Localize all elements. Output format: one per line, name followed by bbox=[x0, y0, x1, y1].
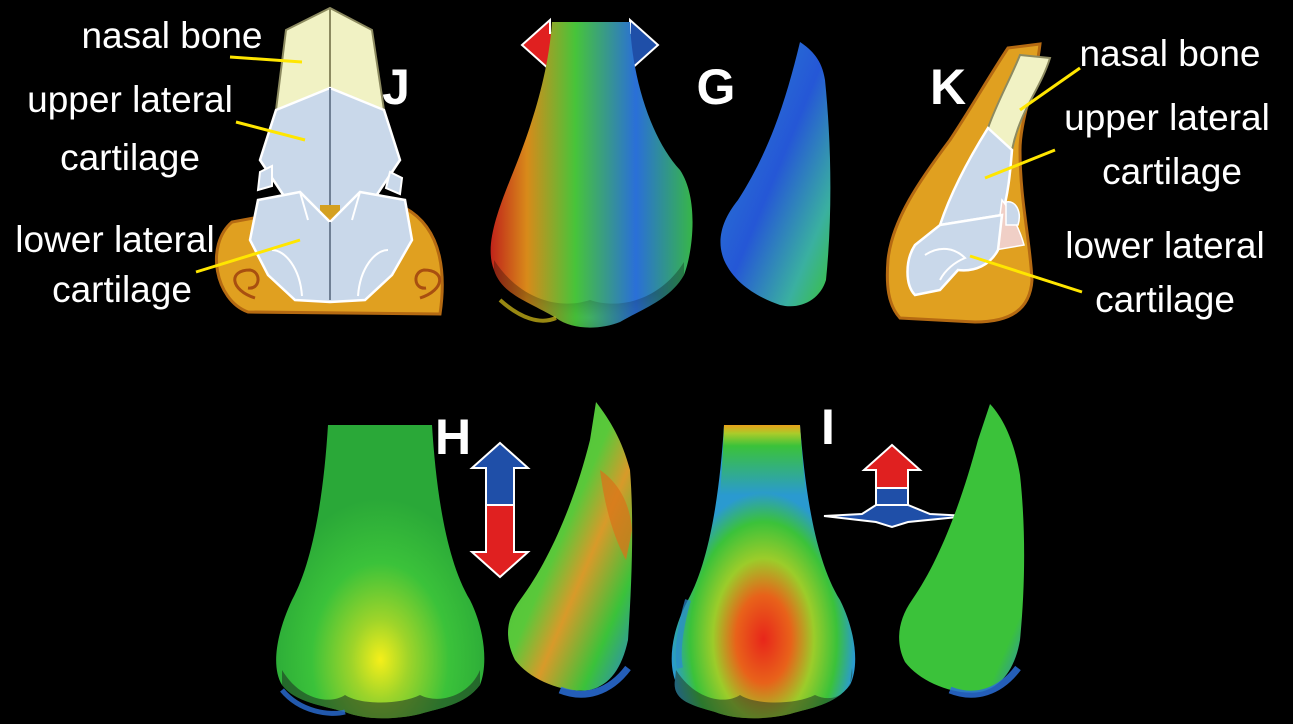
label-upper-lateral-right-line2: cartilage bbox=[1102, 151, 1242, 192]
nose-front-shape-i bbox=[672, 425, 856, 718]
label-upper-lateral-left-line2: cartilage bbox=[60, 137, 200, 178]
nose-side-shape-g bbox=[720, 42, 830, 306]
label-lower-lateral-left-line2: cartilage bbox=[52, 269, 192, 310]
label-lower-lateral-left-line1: lower lateral bbox=[15, 219, 214, 260]
label-nasal-bone-right: nasal bone bbox=[1079, 33, 1260, 74]
label-upper-lateral-left-line1: upper lateral bbox=[27, 79, 233, 120]
panel-letter-h: H bbox=[435, 409, 471, 465]
panel-letter-i: I bbox=[821, 399, 835, 455]
label-upper-lateral-right-line1: upper lateral bbox=[1064, 97, 1270, 138]
label-lower-lateral-right-line1: lower lateral bbox=[1065, 225, 1264, 266]
panel-letter-g: G bbox=[697, 59, 736, 115]
nose-front-shape-g bbox=[491, 22, 693, 328]
panel-letter-k: K bbox=[930, 59, 966, 115]
nose-front-shape-h bbox=[276, 425, 484, 718]
nose-side-shape-i bbox=[899, 404, 1024, 694]
anatomy-lateral-diagram bbox=[887, 44, 1082, 322]
nose-side-shape-h bbox=[508, 402, 632, 694]
label-lower-lateral-right-line2: cartilage bbox=[1095, 279, 1235, 320]
arrow-up-down-double bbox=[472, 443, 528, 577]
panel-letter-j: J bbox=[382, 59, 410, 115]
label-nasal-bone-left: nasal bone bbox=[81, 15, 262, 56]
sesamoid-right bbox=[386, 172, 402, 194]
arrow-up-spread bbox=[824, 445, 968, 527]
sesamoid-left bbox=[258, 166, 272, 190]
